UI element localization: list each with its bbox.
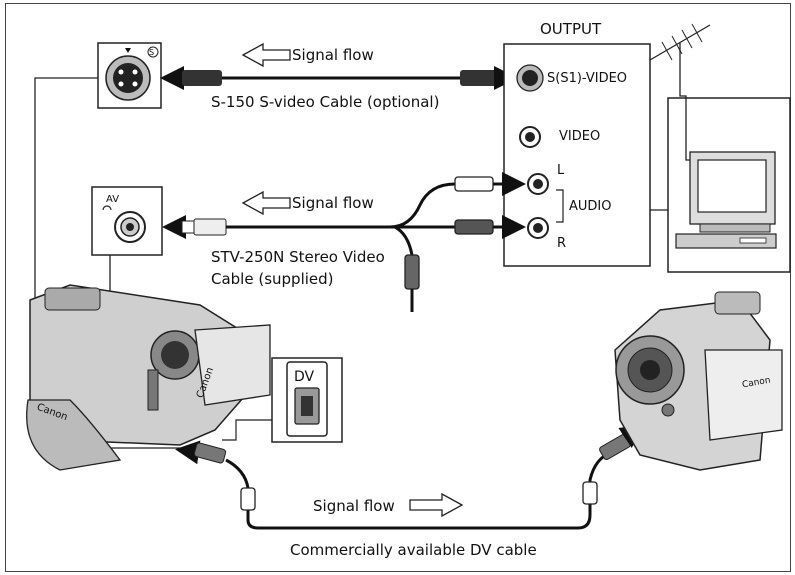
- signal-flow-label: Signal flow: [313, 497, 395, 515]
- tv-icon: [690, 152, 775, 232]
- stereo-cable-label-line2: Cable (supplied): [211, 270, 334, 288]
- av-label: AV: [106, 192, 119, 208]
- s-symbol: S: [149, 45, 154, 61]
- arrow-right-icon: [410, 494, 462, 516]
- vcr-icon: [676, 234, 776, 248]
- stereo-cable-label-line1: STV-250N Stereo Video: [211, 248, 385, 266]
- svideo-cable-label: S-150 S-video Cable (optional): [211, 93, 439, 111]
- output-label: OUTPUT: [540, 20, 601, 38]
- dv-cable: [181, 428, 640, 528]
- signal-flow-label: Signal flow: [292, 46, 374, 64]
- antenna-icon: [650, 24, 710, 70]
- signal-flow-label: Signal flow: [292, 194, 374, 212]
- s-video-cable: [166, 70, 512, 86]
- dv-label: DV: [294, 368, 314, 386]
- audio-l-label: L: [557, 163, 564, 179]
- dv-cable-label: Commercially available DV cable: [290, 541, 537, 559]
- video-port-label: VIDEO: [559, 129, 600, 145]
- arrow-left-icon: [243, 44, 290, 66]
- camcorder-icon: [27, 285, 270, 470]
- arrow-left-icon: [243, 192, 290, 214]
- audio-label: AUDIO: [569, 199, 612, 215]
- svideo-port-label: S(S1)-VIDEO: [547, 71, 627, 87]
- audio-r-label: R: [557, 236, 566, 252]
- av-jack-icon: [92, 187, 162, 255]
